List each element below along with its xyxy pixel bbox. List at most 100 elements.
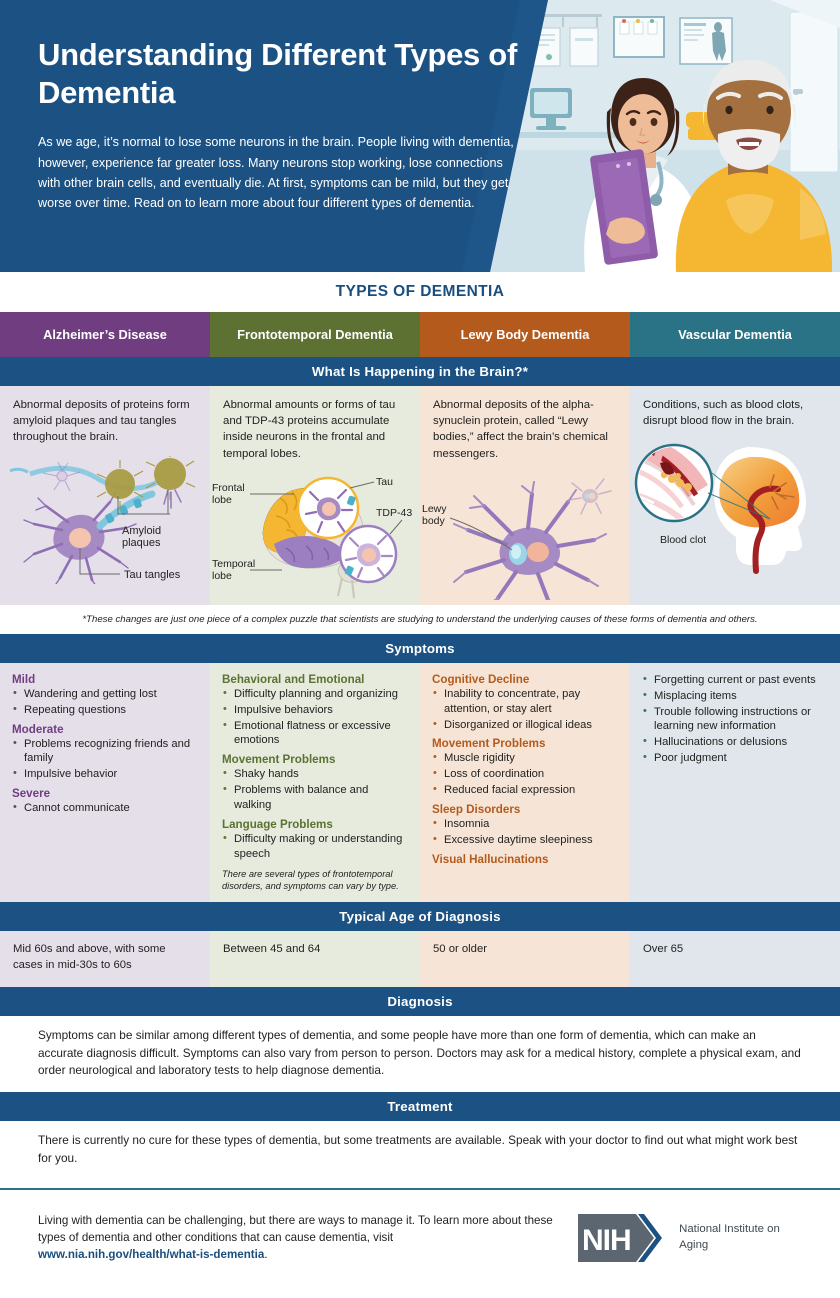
section-bar-age: Typical Age of Diagnosis bbox=[0, 901, 840, 931]
footer-text: Living with dementia can be challenging,… bbox=[38, 1212, 556, 1264]
label-tau-tangles: Tau tangles bbox=[124, 569, 181, 581]
list-item: Cannot communicate bbox=[12, 800, 198, 816]
frontotemporal-variation-note: There are several types of frontotempora… bbox=[222, 868, 399, 891]
age-cell-lewy-body: 50 or older bbox=[420, 930, 630, 988]
lewy-body-neuron-illustration: Lewy body bbox=[420, 472, 630, 605]
list-item: Trouble following instructions or learni… bbox=[642, 704, 828, 735]
list-item: Problems recognizing friends and family bbox=[12, 736, 198, 767]
column-header-vascular: Vascular Dementia bbox=[630, 312, 840, 357]
symptom-list: Muscle rigidity Loss of coordination Red… bbox=[432, 750, 618, 798]
label-amyloid-plaques: Amyloid bbox=[122, 525, 161, 537]
symptom-list: Insomnia Excessive daytime sleepiness bbox=[432, 816, 618, 848]
list-item: Insomnia bbox=[432, 816, 618, 832]
age-cell-alzheimers: Mid 60s and above, with some cases in mi… bbox=[0, 930, 210, 988]
svg-text:plaques: plaques bbox=[122, 537, 161, 549]
brain-blurb-lewy-body: Abnormal deposits of the alpha-synuclein… bbox=[433, 399, 608, 460]
hero-text-block: Understanding Different Types of Dementi… bbox=[0, 0, 520, 214]
symptom-list: Wandering and getting lost Repeating que… bbox=[12, 686, 198, 718]
footer-text-after: . bbox=[264, 1248, 268, 1262]
doctor-and-patient-illustration bbox=[490, 0, 840, 272]
list-item: Forgetting current or past events bbox=[642, 672, 828, 688]
blood-clot-brain-illustration: Blood clot bbox=[630, 439, 840, 586]
symptom-group-heading: Language Problems bbox=[222, 817, 333, 831]
tdp43-callout bbox=[338, 524, 398, 583]
nih-logo-name: National Institute on Aging bbox=[679, 1223, 780, 1251]
diagnosis-text: Symptoms can be similar among different … bbox=[0, 1016, 840, 1093]
nih-logo-text: NIH bbox=[582, 1224, 631, 1257]
list-item: Impulsive behavior bbox=[12, 766, 198, 782]
symptom-group-heading: Sleep Disorders bbox=[432, 803, 521, 817]
section-bar-treatment: Treatment bbox=[0, 1092, 840, 1122]
list-item: Loss of coordination bbox=[432, 766, 618, 782]
types-of-dementia-heading: TYPES OF DEMENTIA bbox=[0, 272, 840, 312]
page-title: Understanding Different Types of Dementi… bbox=[38, 37, 517, 111]
label-tdp43: TDP-43 bbox=[376, 507, 412, 519]
doctor-figure bbox=[584, 78, 702, 272]
brain-cell-lewy-body: Abnormal deposits of the alpha-synuclein… bbox=[420, 386, 630, 605]
age-cell-frontotemporal: Between 45 and 64 bbox=[210, 930, 420, 988]
label-frontal-lobe: Frontal bbox=[212, 482, 245, 494]
brain-blurb-frontotemporal: Abnormal amounts or forms of tau and TDP… bbox=[223, 399, 396, 460]
blood-clot-magnifier bbox=[634, 444, 714, 523]
label-tau: Tau bbox=[376, 476, 393, 488]
list-item: Problems with balance and walking bbox=[222, 782, 408, 813]
svg-text:lobe: lobe bbox=[212, 570, 232, 582]
label-lewy-body: Lewy bbox=[422, 503, 447, 515]
list-item: Repeating questions bbox=[12, 702, 198, 718]
tau-callout bbox=[296, 476, 360, 539]
age-row: Mid 60s and above, with some cases in mi… bbox=[0, 930, 840, 988]
hero-header: Understanding Different Types of Dementi… bbox=[0, 0, 840, 272]
section-bar-diagnosis: Diagnosis bbox=[0, 987, 840, 1017]
symptom-group-heading: Moderate bbox=[12, 722, 64, 736]
brain-cell-alzheimers: Abnormal deposits of proteins form amylo… bbox=[0, 386, 210, 605]
symptom-group-heading: Severe bbox=[12, 787, 51, 801]
symptom-group-heading: Cognitive Decline bbox=[432, 672, 530, 686]
nih-logo-mark: NIH bbox=[578, 1213, 670, 1262]
amyloid-plaque bbox=[105, 457, 186, 499]
list-item: Difficulty planning and organizing bbox=[222, 686, 408, 702]
symptom-list: Difficulty planning and organizing Impul… bbox=[222, 686, 408, 749]
list-item: Emotional flatness or excessive emotions bbox=[222, 718, 408, 749]
hero-subtitle: As we age, it’s normal to lose some neur… bbox=[38, 135, 514, 211]
symptoms-cell-vascular: Forgetting current or past events Mispla… bbox=[630, 662, 840, 902]
brain-footnote: *These changes are just one piece of a c… bbox=[0, 604, 840, 634]
brain-blurb-alzheimers: Abnormal deposits of proteins form amylo… bbox=[13, 399, 190, 444]
amyloid-plaque-neuron-illustration: Amyloid plaques Tau tangles bbox=[0, 450, 210, 589]
symptoms-cell-alzheimers: Mild Wandering and getting lost Repeatin… bbox=[0, 662, 210, 902]
symptom-group-heading: Movement Problems bbox=[222, 753, 336, 767]
hero-illustration bbox=[490, 0, 840, 272]
list-item: Hallucinations or delusions bbox=[642, 734, 828, 750]
svg-text:body: body bbox=[422, 515, 446, 527]
footer-text-before: Living with dementia can be challenging,… bbox=[38, 1213, 553, 1244]
list-item: Misplacing items bbox=[642, 688, 828, 704]
column-header-alzheimers: Alzheimer’s Disease bbox=[0, 312, 210, 357]
column-header-lewy-body: Lewy Body Dementia bbox=[420, 312, 630, 357]
symptoms-cell-frontotemporal: Behavioral and Emotional Difficulty plan… bbox=[210, 662, 420, 902]
section-bar-brain: What Is Happening in the Brain?* bbox=[0, 357, 840, 386]
brain-cell-frontotemporal: Abnormal amounts or forms of tau and TDP… bbox=[210, 386, 420, 605]
list-item: Disorganized or illogical ideas bbox=[432, 717, 618, 733]
symptom-list: Inability to concentrate, pay attention,… bbox=[432, 686, 618, 733]
label-blood-clot: Blood clot bbox=[660, 534, 706, 546]
symptoms-cell-lewy-body: Cognitive Decline Inability to concentra… bbox=[420, 662, 630, 902]
neuron-body bbox=[23, 490, 137, 587]
treatment-text: There is currently no cure for these typ… bbox=[0, 1121, 840, 1180]
svg-text:lobe: lobe bbox=[212, 494, 232, 506]
age-cell-vascular: Over 65 bbox=[630, 930, 840, 988]
symptom-list: Difficulty making or understanding speec… bbox=[222, 831, 408, 862]
list-item: Excessive daytime sleepiness bbox=[432, 832, 618, 848]
lewy-body-inclusion bbox=[509, 542, 527, 565]
nia-dementia-link[interactable]: www.nia.nih.gov/health/what-is-dementia bbox=[38, 1248, 265, 1262]
footer-divider bbox=[0, 1187, 840, 1190]
symptom-group-heading: Behavioral and Emotional bbox=[222, 672, 365, 686]
list-item: Impulsive behaviors bbox=[222, 702, 408, 718]
list-item: Poor judgment bbox=[642, 750, 828, 766]
list-item: Reduced facial expression bbox=[432, 782, 618, 798]
brain-row: Abnormal deposits of proteins form amylo… bbox=[0, 386, 840, 605]
label-temporal-lobe: Temporal bbox=[212, 558, 255, 570]
brain-cell-vascular: Conditions, such as blood clots, disrupt… bbox=[630, 386, 840, 605]
list-item: Inability to concentrate, pay attention,… bbox=[432, 686, 618, 717]
symptom-list: Cannot communicate bbox=[12, 800, 198, 816]
symptoms-row: Mild Wandering and getting lost Repeatin… bbox=[0, 662, 840, 902]
